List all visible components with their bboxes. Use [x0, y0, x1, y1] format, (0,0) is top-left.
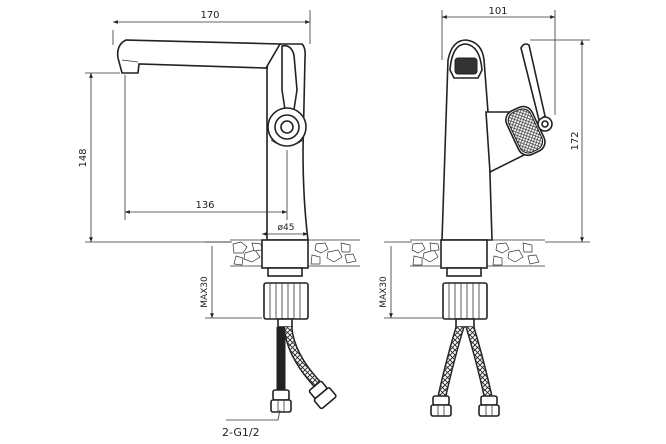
front-supply-hoses [270, 326, 337, 413]
callout-hose-thread: 2-G1/2 [222, 409, 281, 439]
label-hose-thread: 2-G1/2 [222, 426, 260, 439]
label-side-height: 172 [570, 131, 581, 150]
dim-front-reach: 136 [124, 75, 288, 220]
dim-front-width: 170 [112, 10, 311, 45]
label-side-max-thickness: MAX30 [379, 276, 389, 308]
front-spout [116, 39, 282, 74]
dim-side-height: 172 [530, 39, 590, 243]
label-front-width: 170 [200, 10, 219, 21]
front-handle-lever [281, 44, 298, 117]
dim-front-height: 148 [78, 72, 230, 243]
side-mounting-nut [442, 282, 488, 328]
side-view: 101 172 MAX30 [379, 6, 590, 417]
side-handle-lever [520, 43, 546, 122]
front-countertop [230, 239, 360, 267]
front-base-mount [261, 239, 309, 269]
front-mounting-nut [263, 282, 309, 328]
side-base-mount [440, 239, 488, 269]
side-spout-tip [449, 43, 483, 79]
dim-side-max-thickness: MAX30 [379, 241, 443, 319]
dim-front-base-diameter: ø45 [262, 223, 308, 236]
label-side-width: 101 [488, 6, 507, 17]
dim-front-max-thickness: MAX30 [200, 241, 262, 319]
label-front-max-thickness: MAX30 [200, 276, 210, 308]
side-knurled-knob [505, 105, 553, 157]
front-handle-knob [267, 107, 307, 147]
front-view: 170 148 136 ø45 MAX30 2-G1/2 [78, 10, 360, 439]
side-countertop [410, 239, 545, 267]
side-supply-hoses [430, 325, 500, 417]
label-front-reach: 136 [195, 200, 214, 211]
label-front-base-diameter: ø45 [278, 223, 295, 233]
label-front-height: 148 [78, 148, 89, 167]
dim-side-width: 101 [441, 6, 556, 115]
